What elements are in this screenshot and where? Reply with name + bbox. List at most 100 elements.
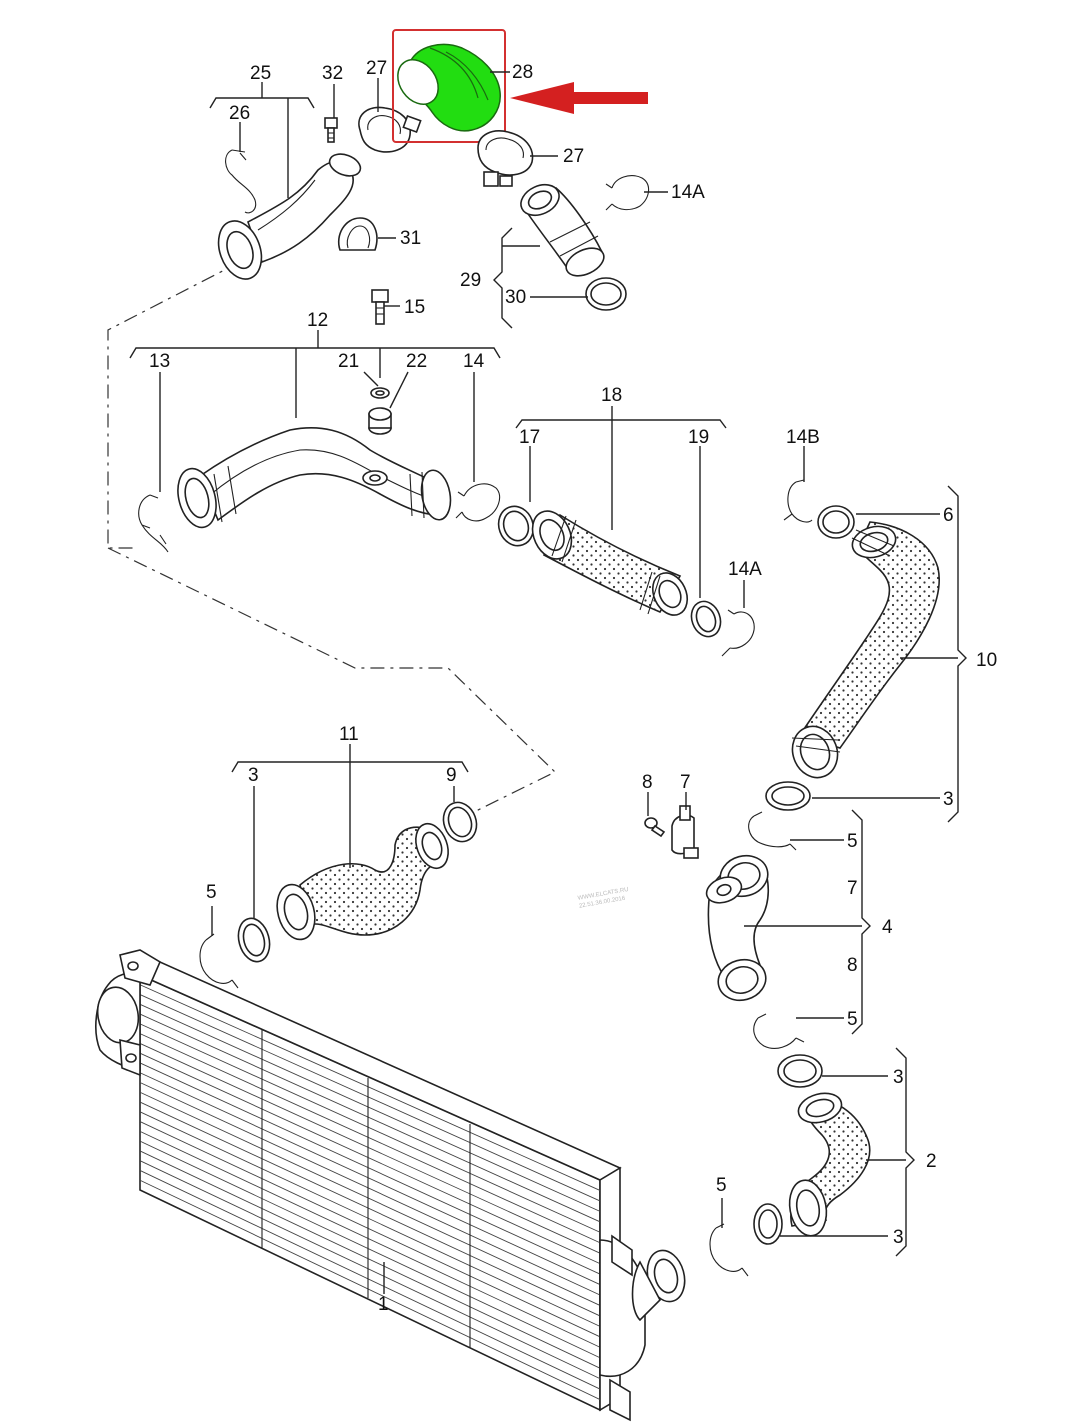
part-2-hose: [788, 1092, 871, 1237]
part-3-o-ring-c: [777, 1054, 823, 1088]
part-15-bolt: [371, 289, 389, 325]
intercooler-fins: [139, 984, 601, 1400]
intercooler-fin: [139, 1140, 601, 1359]
part-22-grommet: [368, 407, 392, 435]
label-8-a: 8: [642, 772, 653, 793]
part-9-o-ring: [442, 801, 478, 843]
label-14: 14: [463, 351, 485, 372]
intercooler-fin: [139, 1170, 601, 1390]
part-27-clamp-left: [358, 106, 422, 153]
label-12: 12: [307, 310, 328, 331]
intercooler-fin: [139, 1121, 601, 1338]
part-6-o-ring: [817, 505, 855, 539]
part-3-o-ring-d: [753, 1203, 783, 1245]
label-25: 25: [250, 63, 271, 84]
part-12-metal-pipe: [177, 427, 452, 529]
label-7-b: 7: [847, 878, 858, 899]
part-4-pipe-with-flange: [705, 854, 770, 1002]
highlight-arrow: [510, 82, 648, 114]
intercooler-fin: [139, 1023, 601, 1233]
label-19: 19: [688, 427, 709, 448]
part-14b-clip: [783, 479, 813, 523]
part-17-o-ring: [497, 505, 535, 547]
label-29: 29: [460, 270, 481, 291]
intercooler-fin: [139, 1003, 601, 1212]
part-32-bolt: [324, 117, 338, 143]
label-13: 13: [149, 351, 170, 372]
label-5-c: 5: [847, 1009, 858, 1030]
label-3-a: 3: [248, 765, 259, 786]
label-31: 31: [400, 228, 421, 249]
intercooler-fin: [139, 1072, 601, 1285]
label-2: 2: [926, 1151, 937, 1172]
part-26-clip: [225, 149, 257, 214]
part-8-screw: [644, 817, 666, 838]
label-32: 32: [322, 63, 343, 84]
label-27-right: 27: [563, 146, 584, 167]
label-17: 17: [519, 427, 540, 448]
part-18-hose: [531, 510, 689, 616]
label-22: 22: [406, 351, 427, 372]
intercooler-fin: [139, 1013, 601, 1223]
intercooler-fin: [139, 994, 601, 1202]
part-14-clip: [455, 483, 501, 522]
label-1: 1: [378, 1294, 389, 1315]
label-26: 26: [229, 103, 250, 124]
part-21-washer: [370, 387, 390, 399]
label-14a-top: 14A: [671, 182, 705, 203]
intercooler-fin: [139, 1160, 601, 1380]
part-30-o-ring: [585, 277, 627, 311]
part-14a-clip-mid: [721, 609, 755, 657]
label-10: 10: [976, 650, 997, 671]
intercooler-fin: [139, 984, 601, 1191]
leader-lines: [129, 71, 967, 1294]
label-18: 18: [601, 385, 622, 406]
part-10-long-hose: [791, 521, 940, 779]
label-14b: 14B: [786, 427, 820, 448]
part-25-intake-pipe: [217, 153, 362, 280]
part-29-pipe: [520, 183, 605, 277]
intercooler-fin: [139, 1130, 601, 1348]
label-15: 15: [404, 297, 425, 318]
dashed-connection-lines: [107, 261, 557, 813]
label-6: 6: [943, 505, 954, 526]
label-4: 4: [882, 917, 893, 938]
part-11-hose: [276, 822, 449, 941]
label-5-a: 5: [206, 882, 217, 903]
label-3-c: 3: [893, 1067, 904, 1088]
part-1-intercooler: [95, 949, 686, 1422]
part-5-clip-d: [709, 1223, 749, 1277]
part-28-hose-highlighted: [392, 29, 506, 143]
part-5-clip-a: [199, 933, 239, 989]
part-5-clip-c: [753, 1013, 805, 1049]
intercooler-fin: [139, 1150, 601, 1369]
watermark: WWW.ELCATS.RU 22.51.36.00.2016: [577, 887, 629, 910]
intercooler-fin: [139, 1042, 601, 1254]
intercooler-fin: [139, 1179, 601, 1400]
label-7-a: 7: [680, 772, 691, 793]
intercooler-fin: [139, 1052, 601, 1265]
part-3-o-ring-b: [765, 781, 811, 811]
label-9: 9: [446, 765, 457, 786]
part-27-clamp-right: [477, 130, 534, 187]
part-7-sensor: [671, 805, 699, 859]
part-19-o-ring: [690, 600, 722, 638]
intercooler-fin: [139, 1082, 601, 1296]
part-13-clip: [138, 494, 169, 553]
part-5-clip-b: [748, 811, 797, 851]
label-21: 21: [338, 351, 359, 372]
part-3-o-ring-a: [237, 917, 271, 963]
label-3-d: 3: [893, 1227, 904, 1248]
label-8-b: 8: [847, 955, 858, 976]
part-31-bracket: [338, 217, 378, 251]
label-11: 11: [339, 724, 359, 745]
label-14a-mid: 14A: [728, 559, 762, 580]
intercooler-fin: [139, 1111, 601, 1327]
label-27-left: 27: [366, 58, 387, 79]
intercooler-fin: [139, 1091, 601, 1306]
callout-labels: 25 26 32 27 28 27 31 14A 29 30 15 12 13 …: [149, 58, 997, 1315]
part-14a-clip-top: [605, 175, 650, 211]
label-5-b: 5: [847, 831, 858, 852]
intercooler-fin: [139, 1062, 601, 1275]
